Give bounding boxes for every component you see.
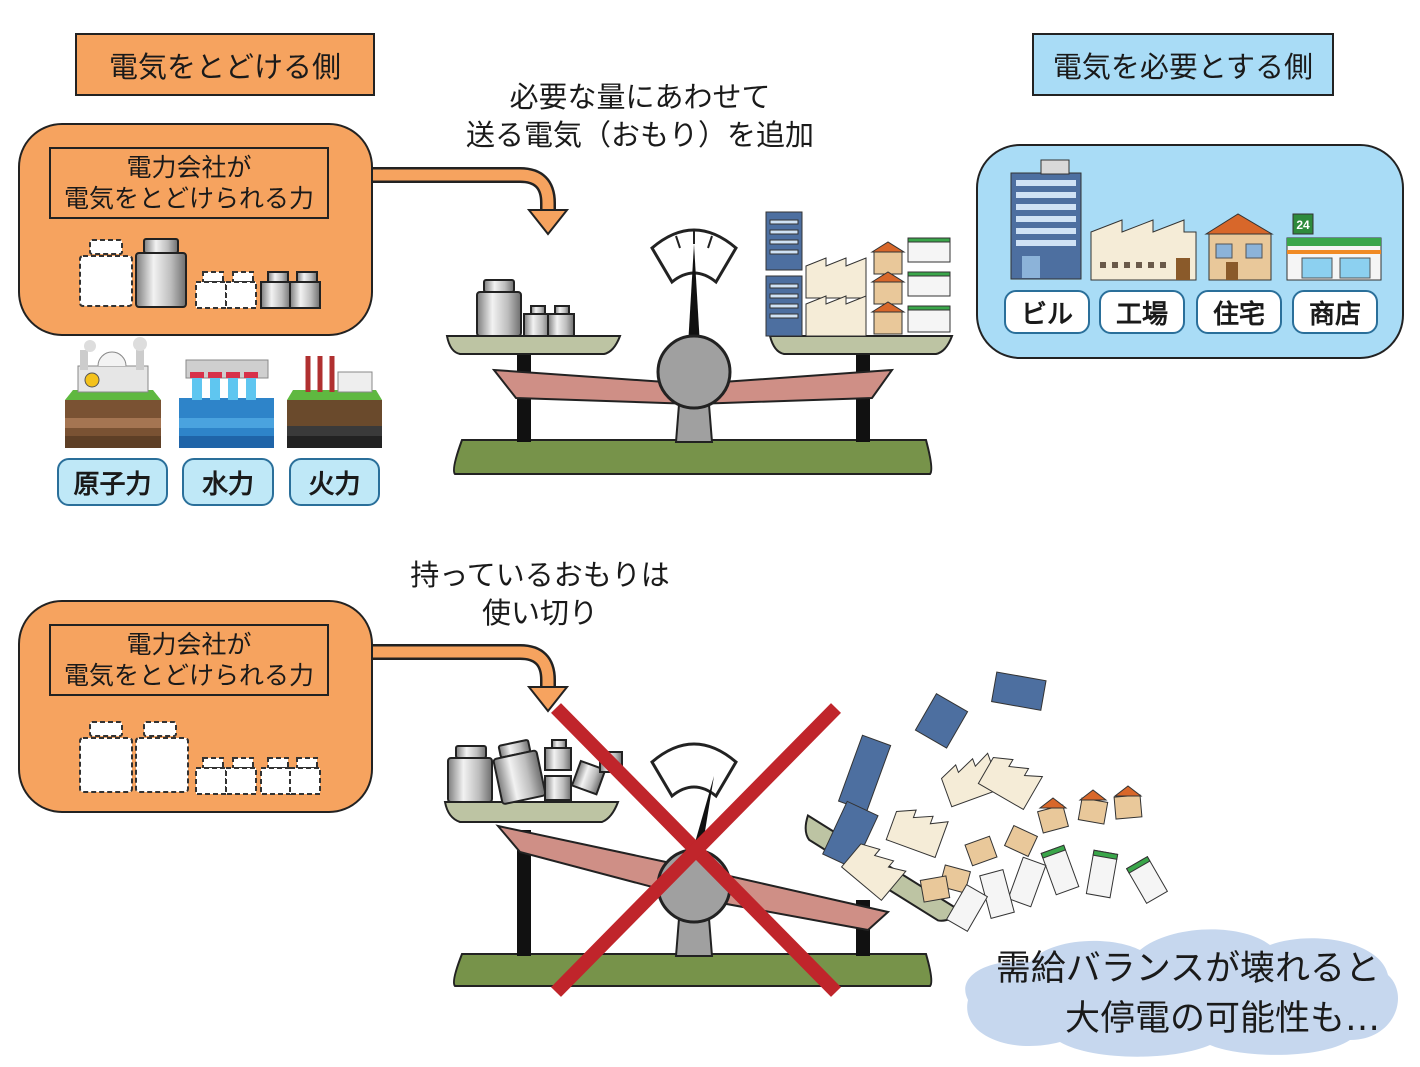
demand-side-tag: 電気を必要とする側 [1032,33,1334,96]
source-thermal-label: 火力 [289,458,380,506]
capacity-label-bottom-line-1: 電力会社が [126,630,252,659]
top-caption-line-1: 必要な量にあわせて [509,80,771,114]
blackout-warning: 需給バランスが壊れると 大停電の可能性も… [940,944,1380,1044]
consumer-building-label: ビル [1004,290,1090,334]
capacity-label-bottom-line-2: 電気をとどけられる力 [63,661,314,690]
supply-side-tag: 電気をとどける側 [75,33,375,96]
factory-icon [1090,219,1197,281]
bottom-caption-line-2: 使い切り [481,596,598,630]
consumer-store-label: 商店 [1292,290,1378,334]
source-nuclear-label: 原子力 [57,458,168,506]
capacity-label-top: 電力会社が 電気をとどけられる力 [49,147,329,219]
consumer-factory-label: 工場 [1099,290,1185,334]
house-icon [1204,213,1274,281]
bottom-caption: 持っているおもりは 使い切り [380,556,700,632]
source-hydro-label: 水力 [182,458,274,506]
convenience-store-icon: 24 [1286,213,1382,281]
hydro-dam-icon [179,359,274,448]
capacity-label-bottom: 電力会社が 電気をとどけられる力 [49,624,329,696]
warning-line-2: 大停電の可能性も… [1064,999,1380,1039]
capacity-label-top-line-2: 電気をとどけられる力 [63,184,314,213]
thermal-plant-icon [287,356,382,448]
top-caption: 必要な量にあわせて 送る電気（おもり）を追加 [420,78,860,154]
store-sign-number: 24 [1296,218,1310,232]
top-caption-line-2: 送る電気（おもり）を追加 [465,118,814,152]
warning-line-1: 需給バランスが壊れると [995,949,1380,989]
consumer-house-label: 住宅 [1196,290,1282,334]
capacity-label-top-line-1: 電力会社が [126,153,252,182]
nuclear-plant-icon [65,337,161,448]
office-building-icon [1010,159,1082,280]
bottom-caption-line-1: 持っているおもりは [410,558,670,592]
